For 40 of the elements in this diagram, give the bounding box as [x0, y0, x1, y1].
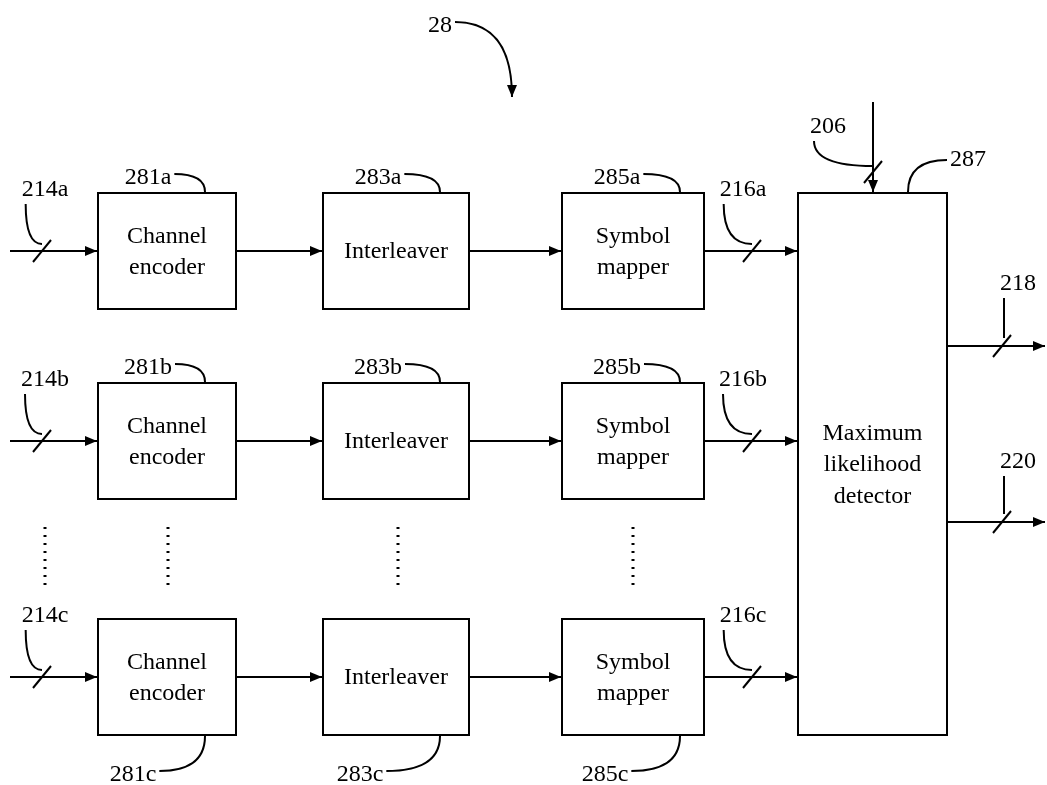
process-box: [561, 382, 705, 500]
process-box: [97, 618, 237, 736]
reference-numeral: 281b: [124, 354, 172, 378]
reference-numeral: 216a: [719, 176, 767, 200]
box-label: Symbol mapper: [594, 646, 672, 707]
box-label: Interleaver: [344, 662, 448, 692]
reference-numeral: 216b: [719, 366, 767, 390]
reference-numeral: 218: [1000, 270, 1036, 294]
reference-numeral: 283b: [354, 354, 402, 378]
process-box: [322, 192, 470, 310]
box-label: Channel encoder: [126, 646, 208, 707]
reference-numeral: 28: [428, 12, 452, 36]
process-box: [97, 382, 237, 500]
process-box: [322, 382, 470, 500]
reference-numeral: 283c: [336, 761, 384, 785]
box-label: Channel encoder: [126, 410, 208, 471]
box-label: Interleaver: [344, 236, 448, 266]
reference-numeral: 206: [810, 113, 846, 137]
reference-numeral: 283a: [354, 164, 402, 188]
reference-numeral: 285a: [593, 164, 641, 188]
reference-numeral: 216c: [719, 602, 767, 626]
box-label: Interleaver: [344, 426, 448, 456]
reference-numeral: 214a: [21, 176, 69, 200]
box-label: Symbol mapper: [594, 410, 672, 471]
process-box: [561, 192, 705, 310]
box-label: Channel encoder: [126, 220, 208, 281]
reference-numeral: 281c: [109, 761, 157, 785]
box-label: Symbol mapper: [594, 220, 672, 281]
detector-box: [797, 192, 948, 736]
reference-numeral: 214c: [21, 602, 69, 626]
process-box: [97, 192, 237, 310]
process-box: [561, 618, 705, 736]
reference-numeral: 285b: [593, 354, 641, 378]
reference-numeral: 287: [950, 146, 986, 170]
reference-numeral: 285c: [581, 761, 629, 785]
reference-numeral: 281a: [124, 164, 172, 188]
reference-numeral: 214b: [21, 366, 69, 390]
reference-numeral: 220: [1000, 448, 1036, 472]
process-box: [322, 618, 470, 736]
box-label: Maximum likelihood detector: [821, 418, 924, 510]
